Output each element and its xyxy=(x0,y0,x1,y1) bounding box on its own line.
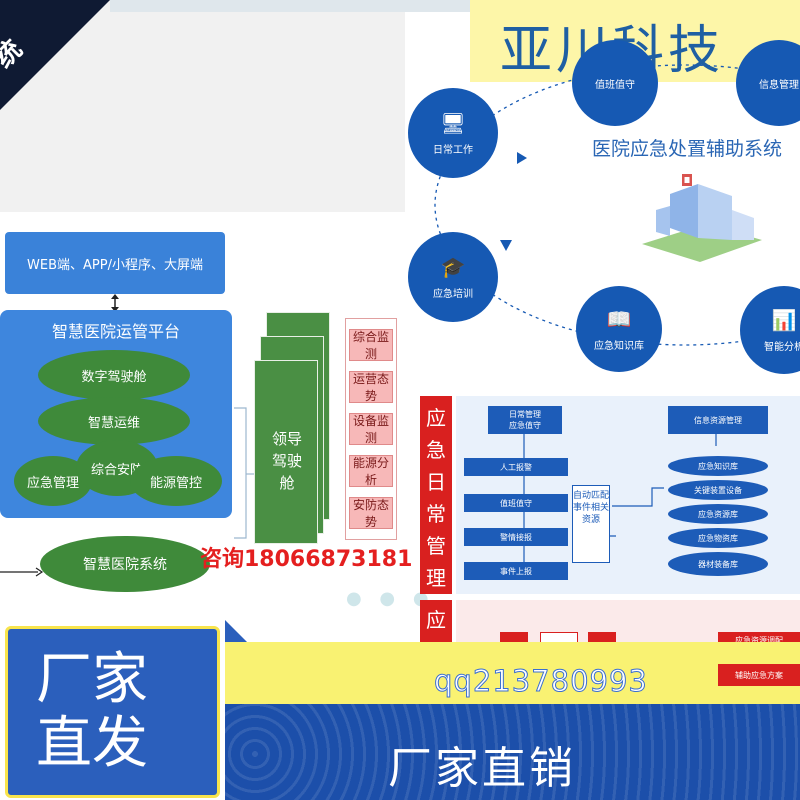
wave-pattern xyxy=(225,704,800,800)
platform-item-cockpit: 数字驾驶舱 xyxy=(38,350,190,400)
response-item: 辅助应急方案 xyxy=(718,664,800,686)
node-knowledge-base: 📖 应急知识库 xyxy=(576,286,662,372)
resource-store: 应急物资库 xyxy=(668,528,768,548)
bottom-bar xyxy=(225,704,800,800)
monitor-icon: 🖥 xyxy=(440,110,466,135)
node-daily-work: 🖥 日常工作 xyxy=(408,88,498,178)
node-info: 信息管理 xyxy=(736,40,800,126)
flow-section-title: 应急日常管理 xyxy=(420,396,452,594)
info-resource-title: 信息资源管理 xyxy=(668,406,768,434)
system-arrow xyxy=(0,567,44,577)
bar-chart-icon: 📊 xyxy=(771,307,797,332)
monitor-item: 设备监测 xyxy=(349,413,393,445)
flow-step: 警情接报 xyxy=(464,528,568,546)
resource-store: 器材装备库 xyxy=(668,552,768,576)
monitor-item: 能源分析 xyxy=(349,455,393,487)
resource-store: 应急知识库 xyxy=(668,456,768,476)
direct-sale-label: 厂家直销 xyxy=(388,743,576,794)
qq-contact: qq213780993 xyxy=(434,664,648,699)
leader-cockpit-label: 领导驾驶舱 xyxy=(272,430,303,492)
graduation-cap-icon: 🎓 xyxy=(440,254,466,279)
hospital-system-title: 医院应急处置辅助系统 xyxy=(592,138,783,160)
factory-label: 厂家直发 xyxy=(36,647,148,776)
platform-title: 智慧医院运管平台 xyxy=(51,322,180,341)
hospital-building-icon xyxy=(642,174,762,262)
monitor-panel: 综合监测 运营态势 设备监测 能源分析 安防态势 xyxy=(345,318,397,540)
resource-store: 应急资源库 xyxy=(668,504,768,524)
yellow-banner xyxy=(225,642,800,704)
platform-item-ops: 智慧运维 xyxy=(38,397,190,445)
node-training: 🎓 应急培训 xyxy=(408,232,498,322)
monitor-item: 运营态势 xyxy=(349,371,393,403)
auto-match-box: 自动匹配事件相关资源 xyxy=(572,485,610,563)
connector-arrow xyxy=(111,294,119,312)
web-terminal-box: WEB端、APP/小程序、大屏端 xyxy=(5,232,225,294)
top-strip xyxy=(110,0,470,12)
consult-phone: 咨询18066873181 xyxy=(200,547,413,572)
flow-step: 事件上报 xyxy=(464,562,568,580)
badge-corner xyxy=(225,620,247,642)
bracket-connector xyxy=(234,407,256,539)
flow-step: 值班值守 xyxy=(464,494,568,512)
monitor-item: 综合监测 xyxy=(349,329,393,361)
platform-item-energy: 能源管控 xyxy=(130,456,222,506)
flow-step: 人工报警 xyxy=(464,458,568,476)
cycle-ring xyxy=(434,64,800,346)
hospital-system-ellipse: 智慧医院系统 xyxy=(40,536,210,592)
book-icon: 📖 xyxy=(606,306,632,331)
flow-section2-title: 应 xyxy=(420,600,452,648)
monitor-item: 安防态势 xyxy=(349,497,393,529)
resource-store: 关键装置设备 xyxy=(668,480,768,500)
factory-badge xyxy=(5,626,220,798)
carousel-dots: ● ● ● xyxy=(346,588,435,609)
node-duty: 值班值守 xyxy=(572,40,658,126)
flow-top-box: 日常管理 应急值守 xyxy=(488,406,562,434)
